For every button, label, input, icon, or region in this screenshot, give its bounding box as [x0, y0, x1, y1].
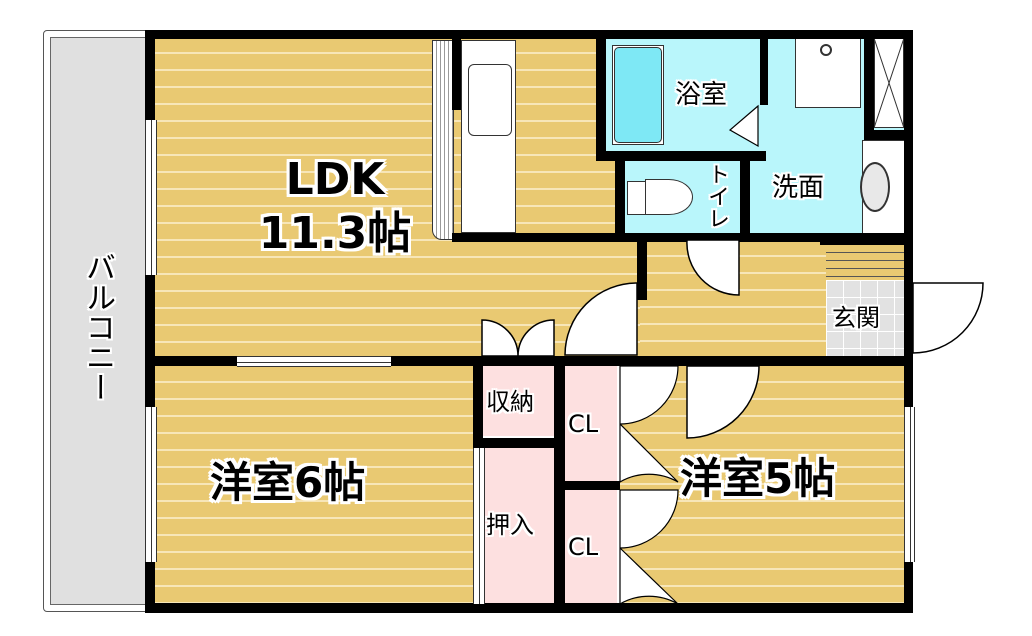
storage	[482, 366, 554, 436]
closet-bottom-label: CL	[568, 533, 599, 561]
toilet-bowl	[645, 179, 693, 215]
western-room-6-label: 洋室6帖	[210, 458, 366, 507]
wall-hall-left	[637, 240, 647, 300]
bath-door-icon	[728, 104, 759, 148]
western-room-5-label: 洋室5帖	[680, 454, 836, 503]
wall-bath-bottom	[596, 151, 766, 161]
western-room-6-floor	[155, 366, 473, 604]
kitchen-sink	[468, 64, 512, 136]
wall-left	[145, 30, 155, 612]
wall-toilet-right	[740, 151, 750, 241]
ldk-floor	[155, 37, 640, 357]
closet-top	[565, 366, 617, 481]
ldk-size-label: 11.3帖	[258, 208, 412, 259]
ldk-label: LDK	[285, 154, 385, 205]
room6-sliding-door	[237, 356, 391, 367]
drain-icon	[820, 44, 832, 56]
wall-entrance-top	[820, 236, 910, 245]
wall-shelf	[864, 30, 874, 140]
wall-bath-left	[596, 30, 606, 160]
wall-storage-mid	[473, 438, 563, 448]
closet-top-label: CL	[568, 410, 599, 438]
balcony	[50, 37, 150, 605]
balcony-label: バルコニー	[80, 252, 115, 402]
ldk-window	[145, 120, 157, 275]
wash-basin	[860, 162, 890, 212]
linen-shelf-cross-icon	[873, 37, 905, 129]
wall-closet-mid	[554, 481, 620, 490]
wall-kitchen-bottom	[452, 233, 642, 242]
room5-door-swing-icon	[686, 365, 760, 439]
room6-window	[145, 407, 157, 562]
entrance-label: 玄関	[832, 304, 880, 332]
entrance-step	[826, 245, 906, 280]
wall-kitchen-left	[452, 30, 461, 110]
bathtub-water	[614, 47, 662, 143]
toilet-door-swing-icon	[686, 239, 740, 296]
wall-mid-horizontal	[145, 356, 913, 366]
oshiire-sliding-door	[473, 448, 485, 604]
wall-wet-bottom	[615, 233, 905, 242]
storage-label: 収納	[486, 388, 534, 416]
closet-bottom	[565, 490, 617, 604]
kitchen-partition	[432, 40, 454, 240]
wall-top	[145, 30, 913, 39]
toilet-label: トイレ	[704, 163, 729, 229]
storage-double-door-icon	[481, 319, 555, 357]
front-door-swing-icon	[912, 282, 984, 354]
room5-window	[904, 407, 915, 562]
oshiire-label: 押入	[486, 511, 534, 539]
bathroom-label: 浴室	[675, 80, 728, 110]
wall-bottom	[145, 603, 913, 613]
wall-toilet-left	[615, 151, 625, 241]
oshiire	[482, 448, 554, 604]
ldk-door-swing-icon	[564, 282, 638, 356]
entrance-tile	[826, 280, 906, 358]
western-room-5-floor	[620, 366, 910, 604]
closet-doors-icon	[619, 365, 679, 606]
wall-shelf-bottom	[864, 130, 909, 140]
wall-bath-right	[760, 30, 768, 105]
washroom-label: 洗面	[772, 173, 825, 203]
wall-right	[904, 30, 913, 612]
